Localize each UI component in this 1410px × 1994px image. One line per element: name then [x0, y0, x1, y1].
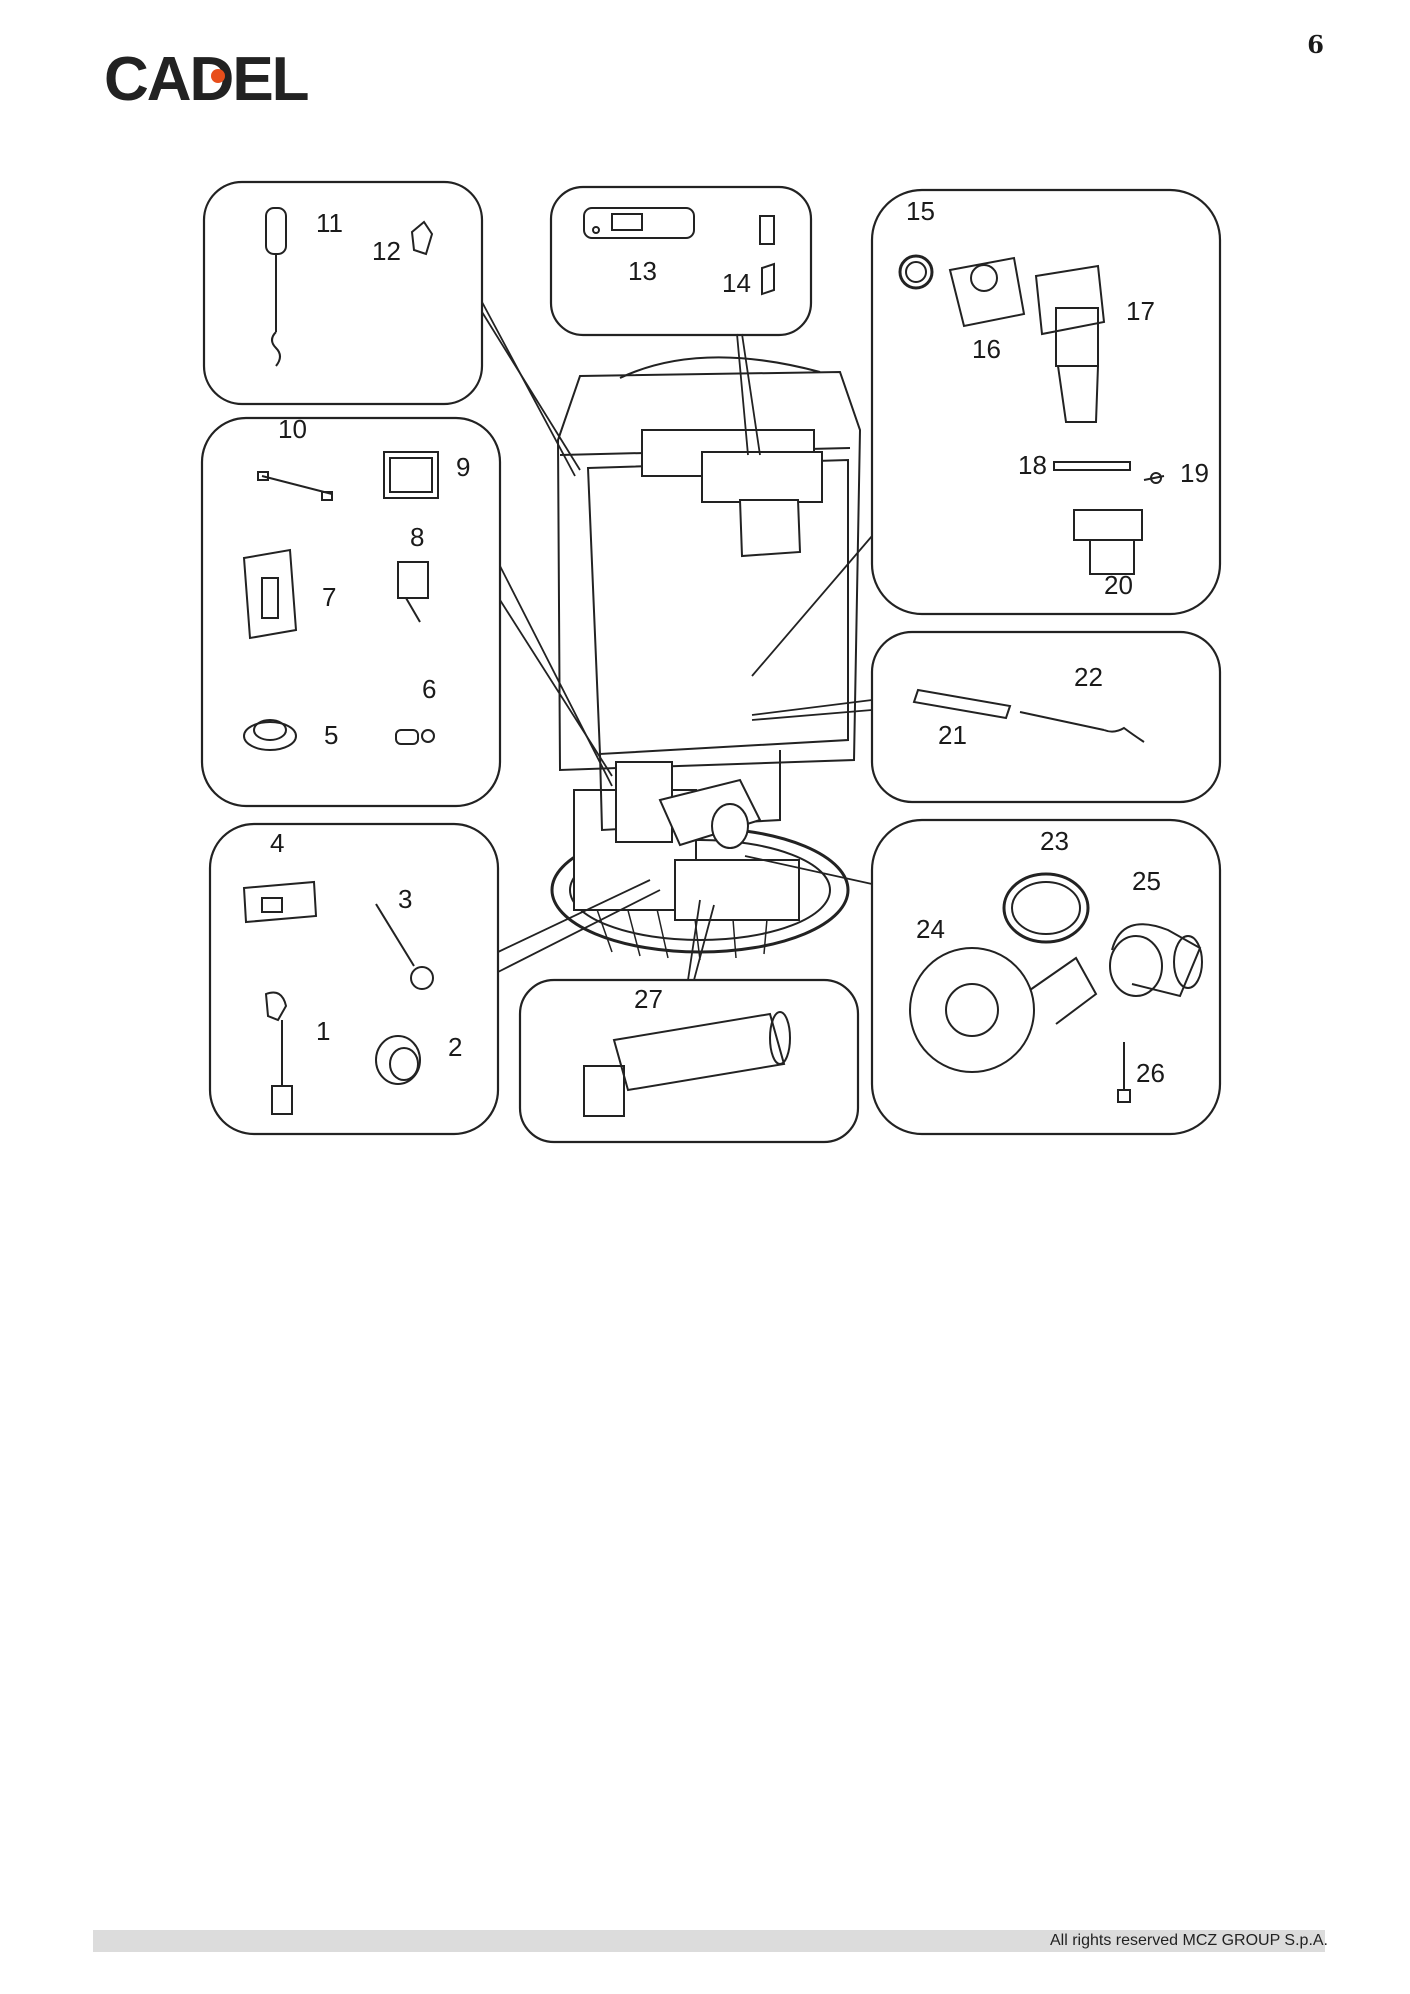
part-24-fan [909, 947, 1098, 1073]
part-6-thermostat [395, 729, 435, 745]
part-8-board [397, 561, 429, 623]
part-10-cable [257, 471, 333, 501]
part-16-gasket [948, 256, 1026, 328]
part-17-chute [1034, 264, 1106, 423]
callout-3: 3 [398, 884, 412, 914]
callout-5: 5 [324, 720, 338, 750]
part-25-elbow [1109, 923, 1203, 998]
footer-copyright: All rights reserved MCZ GROUP S.p.A. [1050, 1932, 1328, 1949]
part-12-clip [410, 220, 434, 256]
part-15-ring [898, 254, 934, 290]
callout-10: 10 [278, 414, 307, 444]
callout-19: 19 [1180, 458, 1209, 488]
part-1-igniter [264, 991, 293, 1115]
part-19-screw [1143, 472, 1165, 484]
part-9-display [383, 451, 439, 499]
part-4-rocker [242, 880, 318, 924]
callout-21: 21 [938, 720, 967, 750]
logo-dot [211, 69, 225, 83]
callout-11: 11 [316, 208, 343, 238]
callout-9: 9 [456, 452, 470, 482]
callout-12: 12 [372, 236, 401, 266]
part-2-cap [375, 1035, 421, 1085]
panel-mid-left [200, 416, 502, 808]
page-number: 6 [1307, 30, 1324, 59]
panel-bottom-right [870, 818, 1222, 1136]
callout-2: 2 [448, 1032, 462, 1062]
part-14-bracket [759, 215, 775, 296]
panel-top-right [870, 188, 1222, 616]
callout-25: 25 [1132, 866, 1161, 896]
panel-mid-right [870, 630, 1222, 804]
callout-8: 8 [410, 522, 424, 552]
callout-27: 27 [634, 984, 663, 1014]
part-27-tangential-fan [583, 1011, 791, 1117]
brand-name: CADEL [104, 45, 308, 114]
part-20-motor [1073, 509, 1143, 575]
callout-13: 13 [628, 256, 657, 286]
panel-bottom-center [518, 978, 860, 1144]
part-21-tube [912, 688, 1012, 720]
cadel-logo: CADEL [104, 45, 310, 114]
callout-16: 16 [972, 334, 1001, 364]
callout-6: 6 [422, 674, 436, 704]
callout-20: 20 [1104, 570, 1133, 600]
part-3-sensor [375, 903, 434, 990]
part-22-rod [1019, 711, 1145, 743]
callout-24: 24 [916, 914, 945, 944]
callout-15: 15 [906, 196, 935, 226]
part-5-switch [243, 719, 297, 751]
stove-body [550, 356, 862, 961]
part-26-screw [1117, 1042, 1131, 1103]
callout-1: 1 [316, 1016, 330, 1046]
callout-4: 4 [270, 828, 284, 858]
exploded-parts-diagram: 11 12 13 14 15 16 17 18 19 20 10 9 8 7 6… [200, 180, 1222, 1144]
callout-14: 14 [722, 268, 751, 298]
callout-17: 17 [1126, 296, 1155, 326]
part-13-control-panel [583, 207, 695, 239]
part-18-bar [1053, 461, 1131, 471]
callout-23: 23 [1040, 826, 1069, 856]
callout-26: 26 [1136, 1058, 1165, 1088]
part-23-ring [1002, 872, 1090, 944]
callout-18: 18 [1018, 450, 1047, 480]
panel-bottom-left [208, 822, 500, 1136]
panel-top-left [202, 180, 484, 406]
panel-top-center [549, 185, 813, 337]
part-7-mainboard [242, 548, 298, 640]
part-11-probe [265, 207, 287, 367]
callout-22: 22 [1074, 662, 1103, 692]
footer-bar [93, 1930, 1325, 1952]
callout-7: 7 [322, 582, 336, 612]
